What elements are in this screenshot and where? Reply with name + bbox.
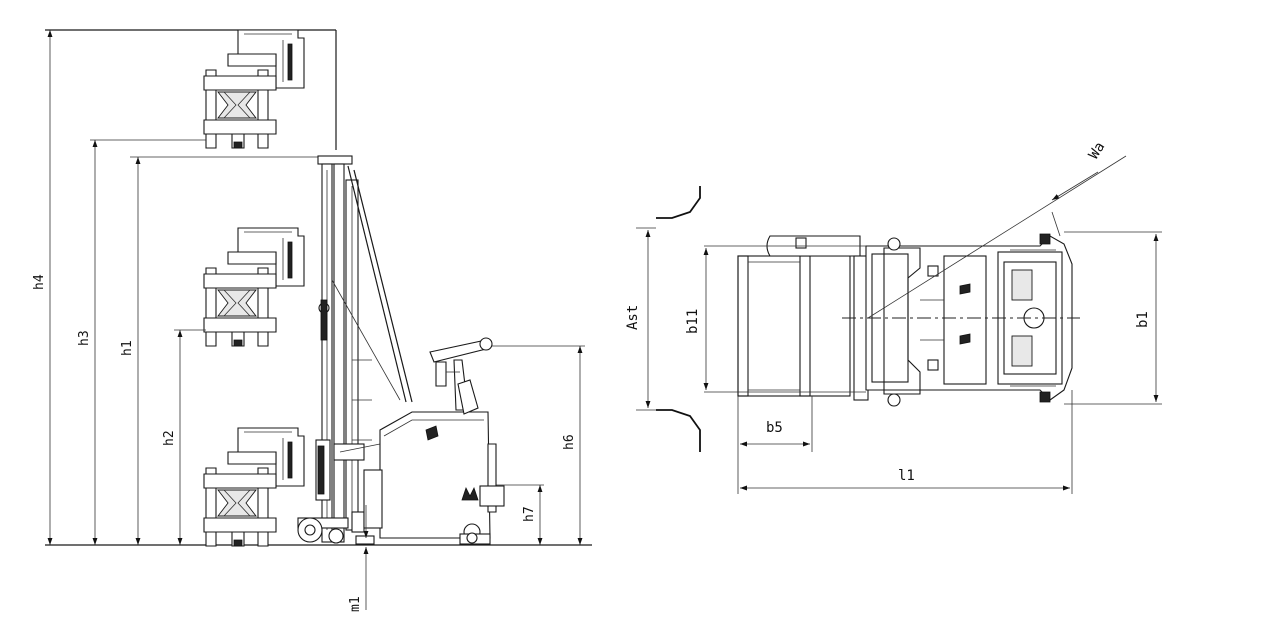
label-m1: m1 (348, 596, 363, 612)
label-ast: Ast (625, 305, 641, 330)
load-middle (203, 227, 305, 347)
load-bottom (203, 427, 305, 547)
label-h2: h2 (162, 430, 177, 446)
label-h7: h7 (522, 506, 537, 522)
label-h4: h4 (32, 274, 47, 290)
side-view: h4 h3 h1 h2 h6 h7 m1 (32, 29, 592, 612)
aisle-wall-bottom (656, 409, 701, 452)
label-b5: b5 (766, 420, 783, 436)
wa-radius-line (867, 155, 1127, 319)
label-b11: b11 (685, 309, 701, 334)
mast (315, 155, 413, 543)
label-h1: h1 (120, 340, 135, 356)
truck-body (355, 337, 505, 545)
label-wa: Wa (1086, 139, 1109, 162)
forks (737, 255, 851, 397)
label-h3: h3 (77, 330, 92, 346)
label-h6: h6 (562, 434, 577, 450)
truck-chassis (865, 233, 1073, 407)
label-b1: b1 (1135, 311, 1151, 328)
aisle-wall-top (656, 186, 701, 219)
fork-carriage (297, 511, 365, 544)
top-view: Ast b11 b1 b5 l1 Wa (625, 139, 1162, 494)
load-top (203, 29, 305, 149)
label-l1: l1 (898, 468, 915, 484)
